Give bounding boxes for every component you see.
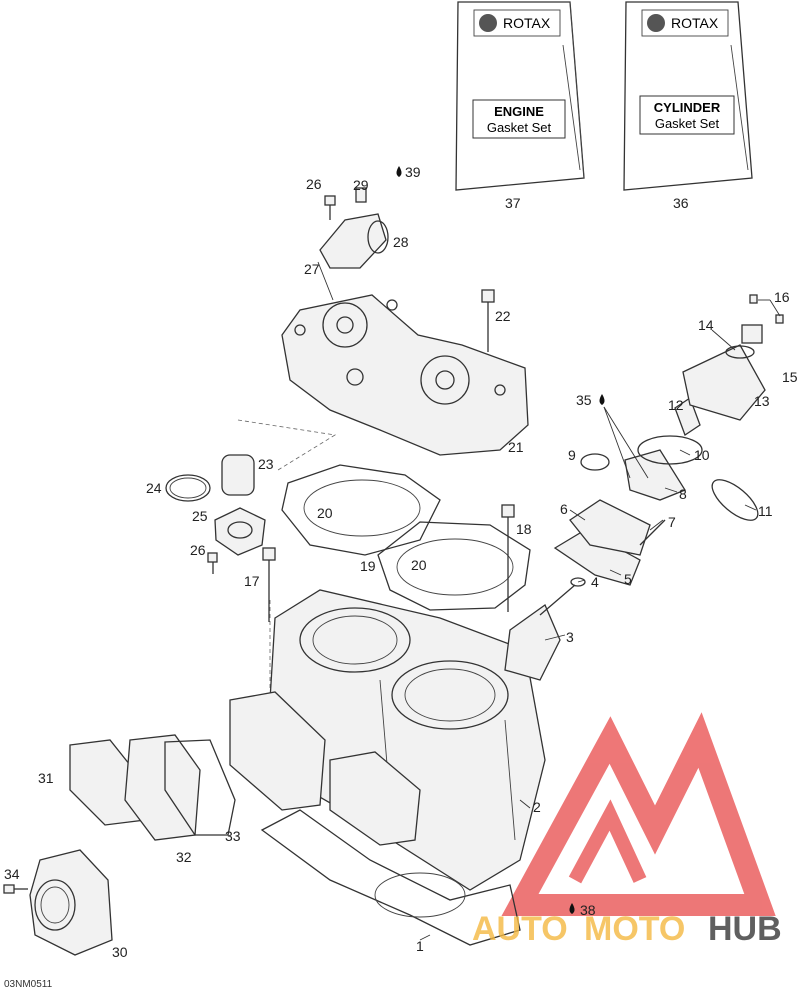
callout-39: 39 (405, 164, 421, 180)
exhaust-valve-assembly (504, 294, 784, 681)
cylinder-bolts (262, 504, 515, 622)
callout-35: 35 (576, 392, 592, 408)
watermark-part2: MOTO (584, 910, 685, 948)
callout-5: 5 (624, 571, 632, 587)
kit-brand: ROTAX (503, 15, 551, 31)
cylinder-gasket-kit: ROTAX CYLINDER Gasket Set (623, 1, 753, 191)
callout-6: 6 (560, 501, 568, 517)
watermark-part3: HUB (708, 910, 782, 948)
callout-14: 14 (698, 317, 714, 333)
callout-17: 17 (244, 573, 260, 589)
watermark-text: AUTO MOTO HUB (472, 910, 782, 948)
oil-drop-icon (396, 166, 402, 177)
leader-lines (317, 261, 781, 941)
callout-20b: 20 (411, 557, 427, 573)
callout-19: 19 (360, 558, 376, 574)
callout-26a: 26 (306, 176, 322, 192)
callout-38: 38 (580, 902, 596, 918)
oil-drop-icon (599, 394, 605, 405)
cylinder-head (281, 294, 529, 456)
head-bolt (481, 289, 495, 352)
diagram-code: 03NM0511 (4, 979, 53, 990)
callout-37: 37 (505, 195, 521, 211)
callout-21: 21 (508, 439, 524, 455)
callout-11: 11 (758, 503, 773, 519)
watermark-logo (501, 712, 776, 916)
callout-34: 34 (4, 866, 20, 882)
callout-32: 32 (176, 849, 192, 865)
callout-7: 7 (668, 514, 676, 530)
callout-1: 1 (416, 938, 424, 954)
callout-25: 25 (192, 508, 208, 524)
base-gasket (260, 809, 521, 946)
head-gaskets (281, 464, 531, 611)
callout-9: 9 (568, 447, 576, 463)
callout-27: 27 (304, 261, 320, 277)
callout-3: 3 (566, 629, 574, 645)
callout-4: 4 (591, 574, 599, 590)
callout-15: 15 (782, 369, 798, 385)
callout-22: 22 (495, 308, 511, 324)
kit-title: ENGINE (494, 104, 544, 119)
callout-18: 18 (516, 521, 532, 537)
outlet-housing (319, 187, 389, 269)
callout-31: 31 (38, 770, 54, 786)
reed-valves (69, 691, 421, 846)
callout-29: 29 (353, 177, 369, 193)
engine-gasket-kit: ROTAX ENGINE Gasket Set (455, 1, 585, 191)
thermostat-parts (165, 454, 266, 574)
watermark-part1: AUTO (472, 910, 568, 948)
callout-12: 12 (668, 397, 684, 413)
callout-36: 36 (673, 195, 689, 211)
callout-28: 28 (393, 234, 409, 250)
callout-23: 23 (258, 456, 274, 472)
lubricant-drop-icons (396, 166, 605, 914)
callout-10: 10 (694, 447, 710, 463)
kit-subtitle: Gasket Set (655, 116, 720, 131)
callout-2: 2 (533, 799, 541, 815)
callout-13: 13 (754, 393, 770, 409)
kit-brand: ROTAX (671, 15, 719, 31)
callout-8: 8 (679, 486, 687, 502)
oil-drop-icon (569, 903, 575, 914)
callout-16: 16 (774, 289, 790, 305)
kit-subtitle: Gasket Set (487, 120, 552, 135)
callout-labels: 1 2 3 4 5 6 7 8 9 10 11 12 13 14 15 16 1… (4, 164, 798, 960)
callout-24: 24 (146, 480, 162, 496)
callout-20a: 20 (317, 505, 333, 521)
intake-manifold (3, 849, 113, 956)
callout-26b: 26 (190, 542, 206, 558)
kit-title: CYLINDER (654, 100, 721, 115)
callout-33: 33 (225, 828, 241, 844)
callout-30: 30 (112, 944, 128, 960)
